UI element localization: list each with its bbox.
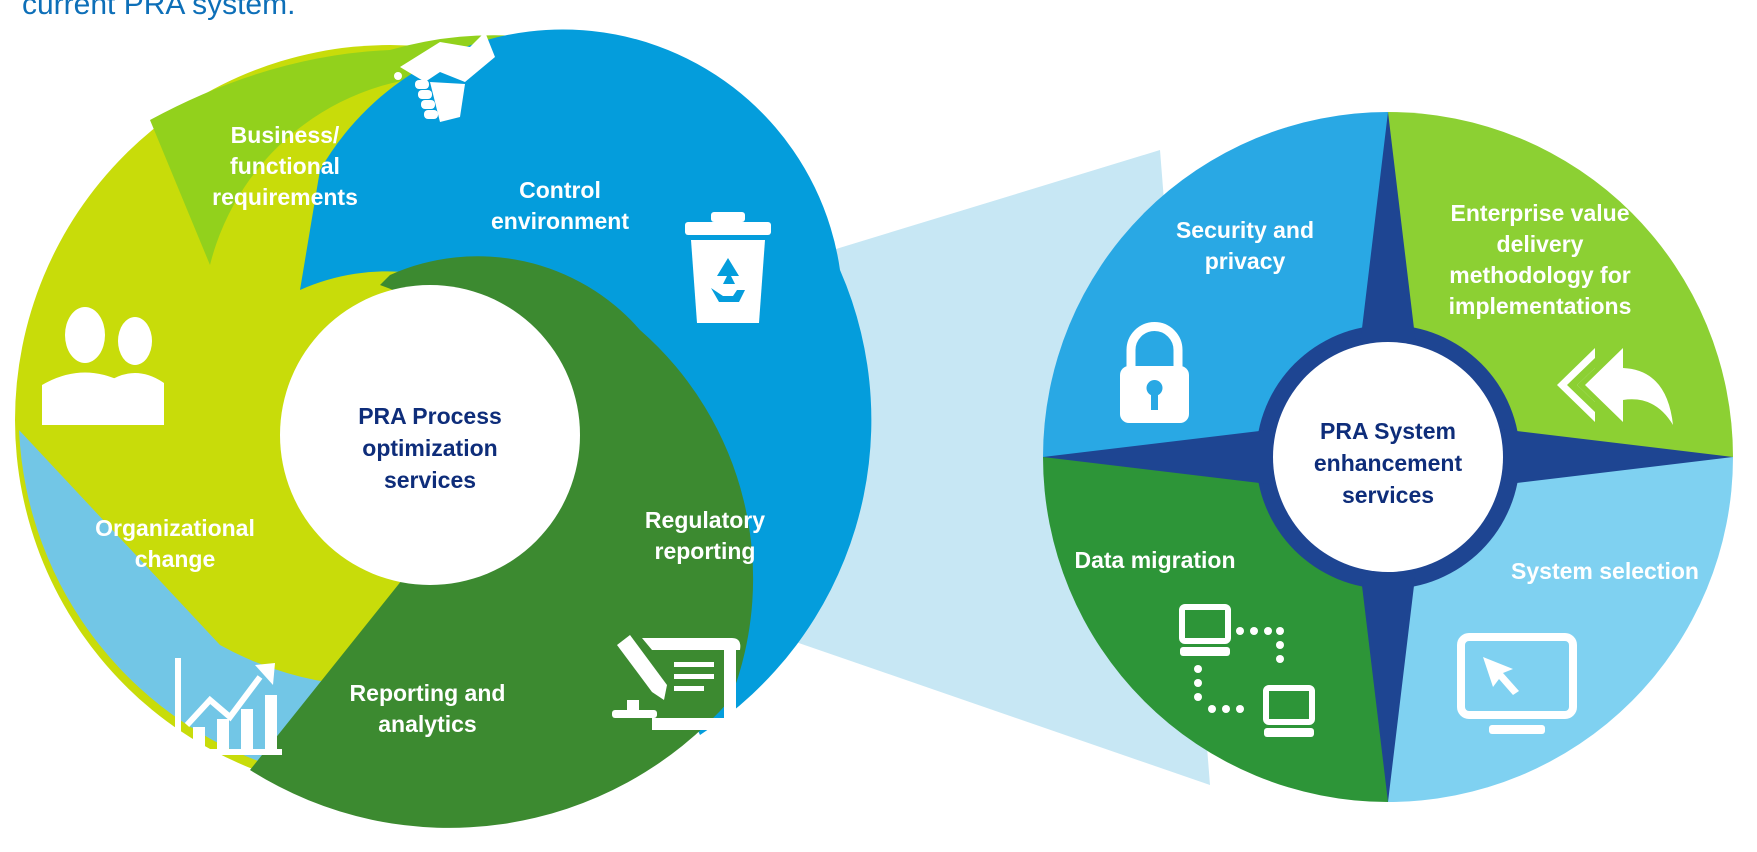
label-enterprise-value: Enterprise value delivery methodology fo… bbox=[1448, 200, 1632, 319]
document-pen-icon bbox=[612, 635, 741, 730]
label-regulatory-reporting: Regulatory reporting bbox=[644, 507, 766, 564]
padlock-icon bbox=[1120, 322, 1189, 423]
label-control-environment: Control environment bbox=[490, 177, 630, 234]
right-center-disc bbox=[1273, 342, 1503, 572]
right-wheel bbox=[1043, 112, 1733, 802]
label-organizational-change: Organizational change bbox=[95, 515, 255, 572]
growth-chart-icon bbox=[175, 658, 282, 755]
label-reporting-and-analytics: Reporting and analytics bbox=[349, 680, 506, 737]
label-system-selection: System selection bbox=[1511, 558, 1699, 584]
recycle-bin-icon bbox=[685, 212, 771, 323]
label-security-and-privacy: Security and privacy bbox=[1175, 217, 1315, 274]
left-wheel bbox=[15, 29, 872, 828]
handshake-icon bbox=[394, 32, 495, 122]
network-computers-icon bbox=[1179, 604, 1315, 737]
people-icon bbox=[42, 307, 164, 425]
right-center-label: PRA System enhancement services bbox=[1313, 418, 1463, 508]
double-arrow-back-icon bbox=[1557, 348, 1673, 425]
label-data-migration: Data migration bbox=[1074, 547, 1236, 573]
heading: current PRA system. bbox=[22, 0, 296, 21]
left-center-disc bbox=[280, 285, 580, 585]
label-business-functional: Business/ functional requirements bbox=[212, 122, 358, 210]
monitor-cursor-icon bbox=[1457, 633, 1577, 734]
left-center-label: PRA Process optimization services bbox=[358, 403, 502, 493]
